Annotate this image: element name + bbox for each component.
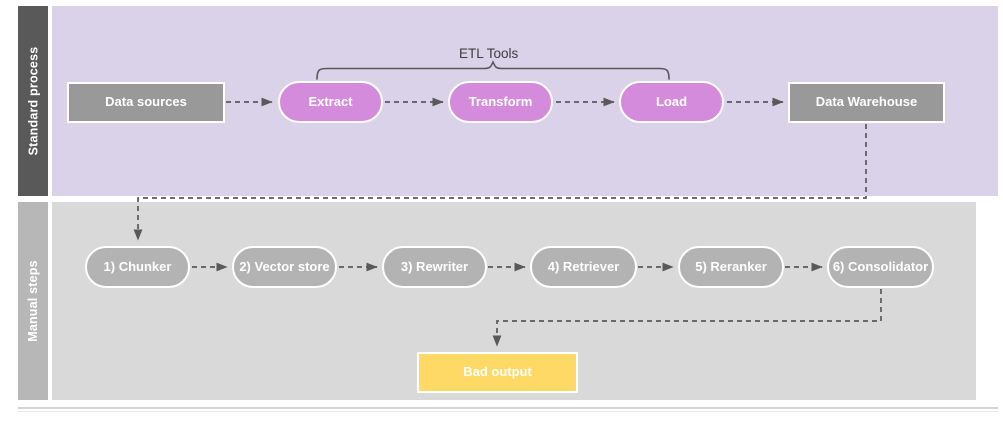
node-label-retriever: 4) Retriever [547, 258, 620, 274]
node-label-chunker: 1) Chunker [103, 258, 172, 274]
lane-header-standard-process: Standard process [18, 6, 48, 196]
node-label-bad-output: Bad output [463, 364, 532, 380]
etl-tools-label: ETL Tools [459, 46, 519, 61]
node-vector-store[interactable]: 2) Vector store [232, 246, 337, 288]
node-bad-output[interactable]: Bad output [417, 352, 578, 393]
node-load[interactable]: Load [619, 81, 724, 123]
lane-label-standard-process: Standard process [26, 46, 41, 156]
node-rewriter[interactable]: 3) Rewriter [382, 246, 487, 288]
node-label-consolidator: 6) Consolidator [832, 258, 929, 274]
lane-header-manual-steps: Manual steps [18, 202, 48, 400]
node-consolidator[interactable]: 6) Consolidator [827, 246, 934, 288]
node-label-extract: Extract [308, 93, 353, 109]
node-chunker[interactable]: 1) Chunker [85, 246, 190, 288]
node-data-warehouse[interactable]: Data Warehouse [788, 82, 945, 123]
node-transform[interactable]: Transform [448, 81, 553, 123]
node-label-data-sources: Data sources [105, 94, 187, 110]
node-data-sources[interactable]: Data sources [67, 82, 225, 123]
lane-label-manual-steps: Manual steps [26, 260, 40, 342]
bottom-divider [18, 407, 998, 409]
node-label-vector-store: 2) Vector store [239, 258, 330, 274]
node-label-load: Load [655, 93, 688, 109]
node-label-data-warehouse: Data Warehouse [815, 94, 918, 110]
node-reranker[interactable]: 5) Reranker [678, 246, 784, 288]
node-extract[interactable]: Extract [278, 81, 383, 123]
node-label-rewriter: 3) Rewriter [400, 258, 469, 274]
bottom-divider-secondary [18, 411, 998, 412]
node-label-reranker: 5) Reranker [695, 258, 767, 274]
node-retriever[interactable]: 4) Retriever [530, 246, 637, 288]
node-label-transform: Transform [468, 93, 533, 109]
